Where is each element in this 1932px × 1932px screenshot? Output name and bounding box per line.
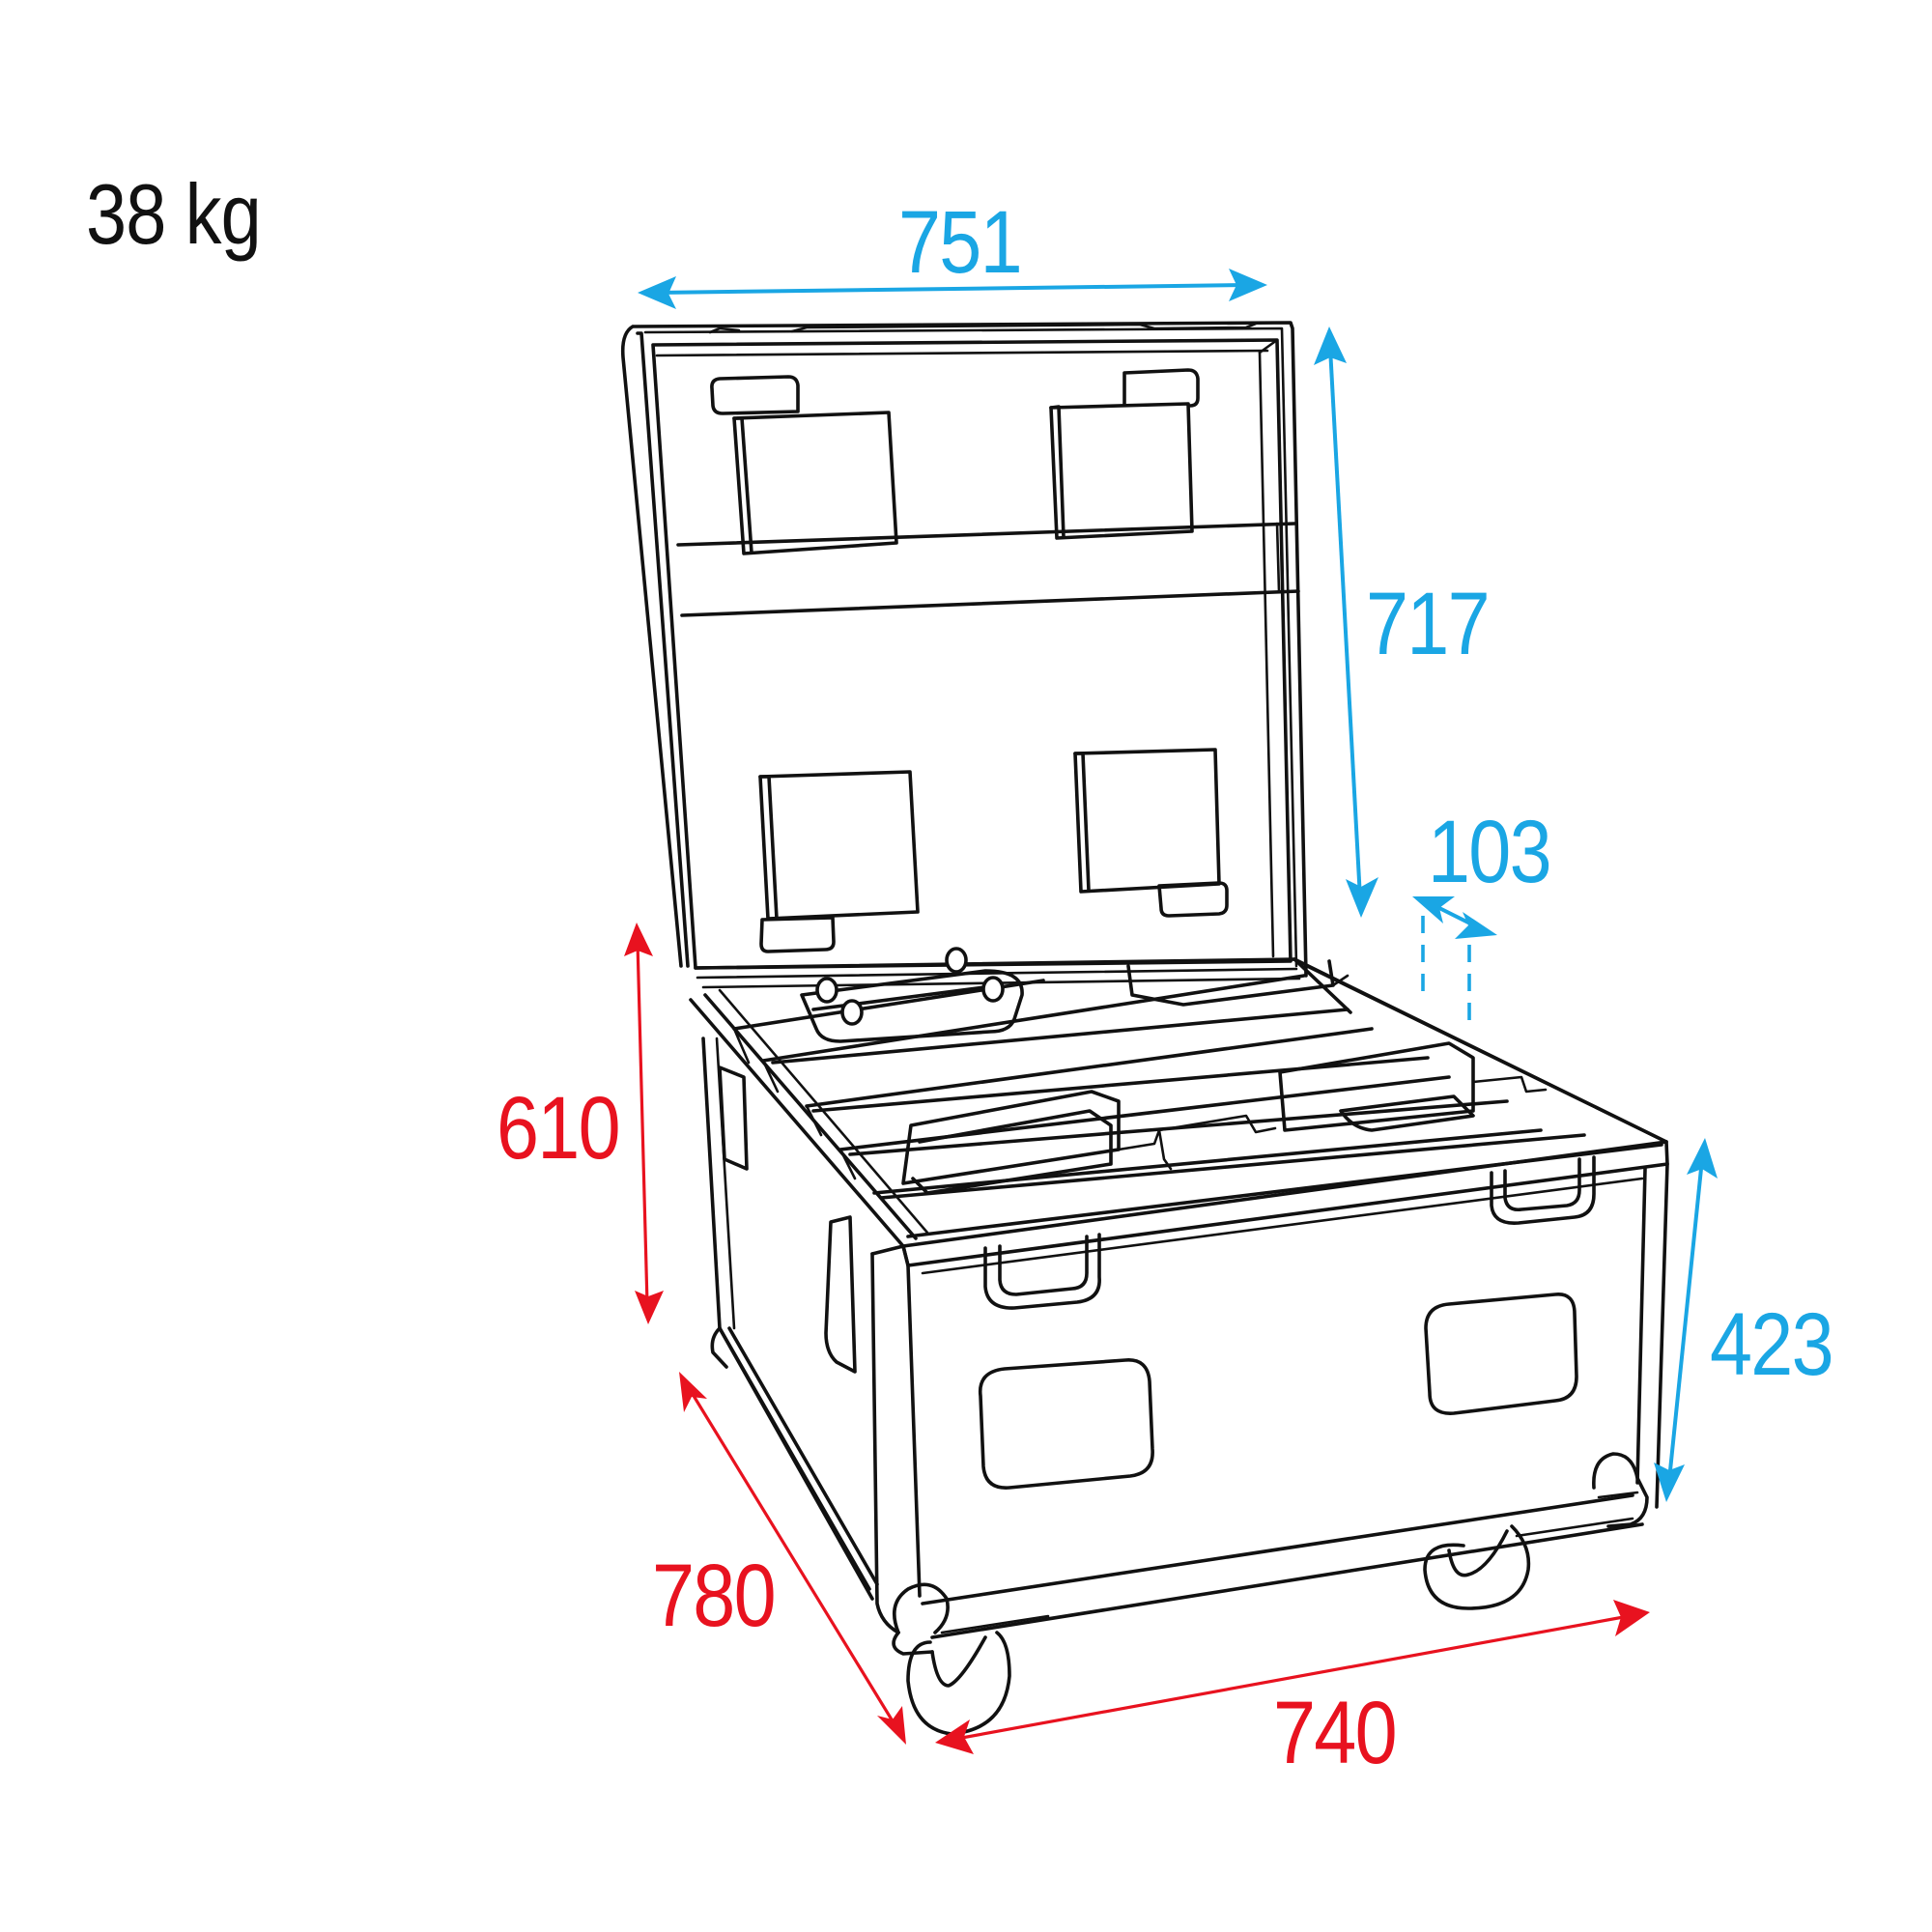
dimension-body-height [1654,1138,1718,1502]
label-lid-height: 717 [1366,575,1491,673]
front-recessed-handles [978,1293,1578,1490]
label-total-height: 610 [497,1079,621,1178]
lid-strap [676,522,1300,617]
fixture-studs [815,947,1005,1026]
dimension-lid-depth [1412,896,1497,1024]
dimension-total-height [624,923,664,1324]
dimension-lid-width [638,269,1267,309]
lid-pocket-lower-left [758,770,920,953]
case-body [701,1037,1669,1736]
dimension-width [935,1600,1650,1754]
lid-pocket-upper-right [1049,368,1200,540]
corner-brackets [892,1452,1649,1656]
weight-label: 38 kg [86,166,262,262]
label-lid-depth: 103 [1428,803,1552,901]
label-body-height: 423 [1710,1295,1834,1394]
side-handle-front [824,1215,857,1374]
label-depth: 780 [652,1547,777,1645]
label-lid-width: 751 [898,193,1023,292]
lid-pocket-upper-left [710,375,898,555]
case-lid [620,321,1308,978]
casters [906,1524,1531,1736]
label-width: 740 [1273,1684,1398,1782]
lid-pocket-lower-right [1073,748,1229,918]
foam-insert [689,947,1668,1248]
side-handle-rear [718,1065,749,1171]
dimension-lid-height [1314,327,1378,918]
dimension-depth [679,1372,906,1745]
top-handles [983,1155,1596,1310]
